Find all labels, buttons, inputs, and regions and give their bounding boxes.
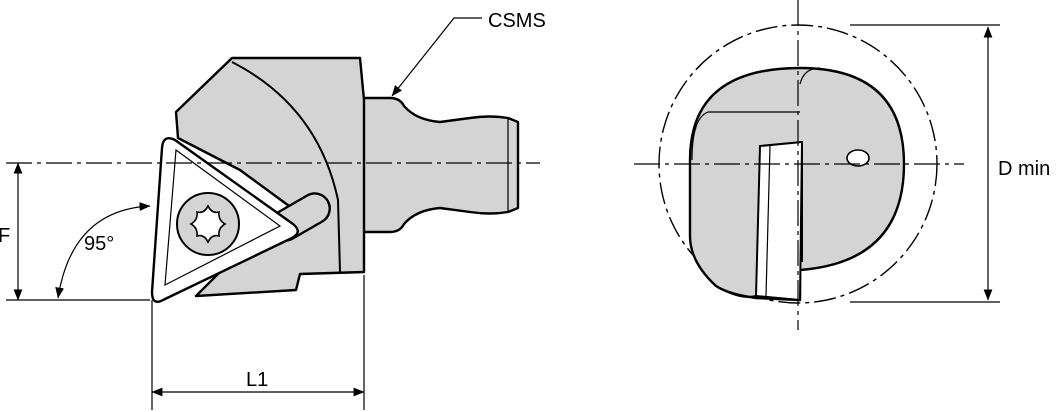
dmin-dimension-label: D min	[998, 158, 1050, 180]
side-view: F 95° L1 CSMS	[0, 10, 546, 410]
insert-inner-edge	[164, 148, 282, 287]
front-insert-contour	[715, 285, 757, 298]
front-insert-pocket	[754, 140, 804, 302]
torx-screw-icon	[189, 204, 227, 244]
front-body-step-line	[799, 67, 821, 85]
front-insert-edge	[765, 145, 771, 297]
angle-label: 95°	[84, 233, 114, 255]
front-body-edge-line	[691, 111, 709, 161]
f-dimension-label: F	[0, 225, 10, 247]
cartridge-body	[174, 56, 366, 298]
csms-leader	[391, 17, 482, 97]
cartridge-shank	[360, 96, 520, 234]
front-view: D min	[634, 0, 1050, 330]
body-contour-arc	[231, 61, 341, 273]
angle-arc	[55, 202, 151, 299]
body-chamfer-line	[175, 57, 233, 113]
coolant-hole	[846, 149, 870, 167]
l1-dimension-label: L1	[246, 369, 268, 391]
csms-label: CSMS	[488, 10, 546, 32]
